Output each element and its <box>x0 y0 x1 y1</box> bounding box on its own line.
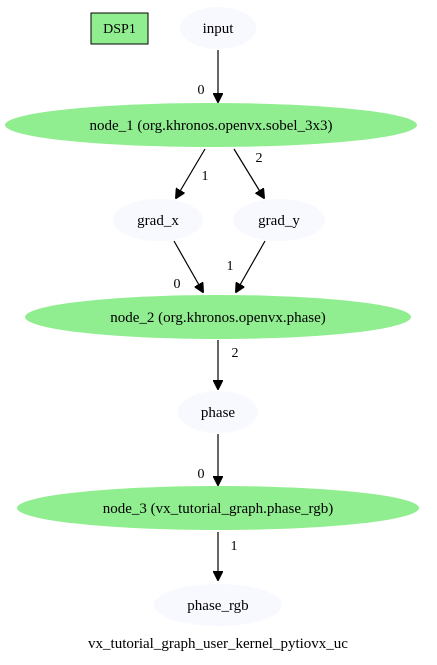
edge-label: 0 <box>174 277 181 292</box>
node-label: phase_rgb <box>187 598 248 614</box>
node-label: phase <box>201 405 235 421</box>
edge-phase-node3: 0 <box>198 434 219 485</box>
target-dsp1: DSP1 <box>90 12 149 45</box>
edge-label: 0 <box>198 467 205 482</box>
edge-label: 0 <box>198 83 205 98</box>
graph-title: vx_tutorial_graph_user_kernel_pytiovx_uc <box>88 636 348 652</box>
edge-label: 2 <box>232 346 239 361</box>
target-label: DSP1 <box>103 22 136 37</box>
node-grad-y[interactable]: grad_y <box>233 199 325 241</box>
node-input[interactable]: input <box>180 7 256 49</box>
node-node2[interactable]: node_2 (org.khronos.openvx.phase) <box>25 295 411 339</box>
node-label: node_1 (org.khronos.openvx.sobel_3x3) <box>89 118 332 134</box>
node-phase-rgb[interactable]: phase_rgb <box>154 584 282 626</box>
edge-grady-node2: 1 <box>227 240 266 292</box>
edge-gradx-node2: 0 <box>173 240 204 292</box>
node-label: grad_x <box>137 213 179 229</box>
node-node3[interactable]: node_3 (vx_tutorial_graph.phase_rgb) <box>17 486 419 530</box>
node-label: node_3 (vx_tutorial_graph.phase_rgb) <box>103 501 334 517</box>
edge-node1-gradx: 1 <box>176 148 209 198</box>
edge-label: 1 <box>202 169 209 184</box>
edge-label: 1 <box>227 259 234 274</box>
node-label: node_2 (org.khronos.openvx.phase) <box>110 310 326 326</box>
node-label: grad_y <box>258 213 300 229</box>
node-label: input <box>203 21 235 37</box>
node-phase[interactable]: phase <box>178 391 258 433</box>
node-grad-x[interactable]: grad_x <box>113 199 203 241</box>
edge-node2-phase: 2 <box>218 340 239 389</box>
edge-node1-grady: 2 <box>233 148 264 198</box>
node-node1[interactable]: node_1 (org.khronos.openvx.sobel_3x3) <box>5 103 417 147</box>
edge-label: 1 <box>231 539 238 554</box>
edge-node3-phasergb: 1 <box>218 532 238 580</box>
edge-input-node1: 0 <box>198 50 219 102</box>
edge-label: 2 <box>256 151 263 166</box>
